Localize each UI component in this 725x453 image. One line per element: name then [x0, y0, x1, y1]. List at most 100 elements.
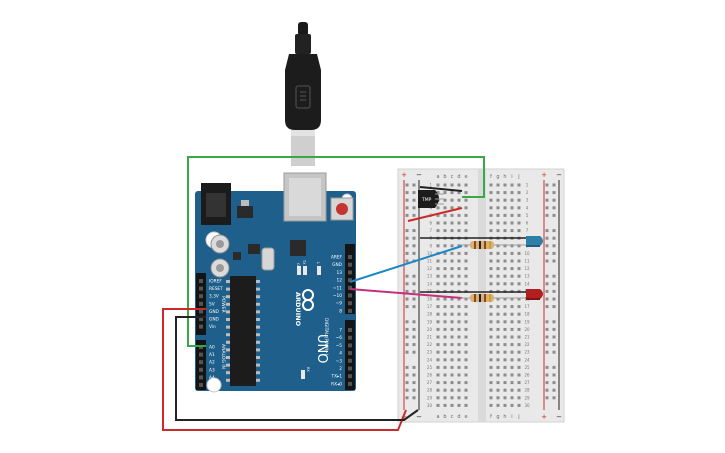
rail-hole[interactable] [405, 373, 409, 377]
rail-hole[interactable] [405, 282, 409, 286]
breadboard-hole[interactable] [517, 312, 521, 316]
breadboard-hole[interactable] [457, 251, 461, 255]
breadboard-hole[interactable] [496, 373, 500, 377]
breadboard-hole[interactable] [510, 213, 514, 217]
breadboard-hole[interactable] [503, 396, 507, 400]
breadboard-hole[interactable] [503, 335, 507, 339]
digital-pin-hole[interactable] [348, 270, 352, 275]
rail-hole[interactable] [545, 213, 549, 217]
breadboard-hole[interactable] [496, 274, 500, 278]
breadboard-hole[interactable] [503, 358, 507, 362]
breadboard-hole[interactable] [510, 267, 514, 271]
breadboard-hole[interactable] [496, 320, 500, 324]
breadboard-hole[interactable] [443, 388, 447, 392]
breadboard-hole[interactable] [510, 403, 514, 407]
breadboard-hole[interactable] [450, 191, 454, 195]
rail-hole[interactable] [412, 289, 416, 293]
breadboard-hole[interactable] [517, 221, 521, 225]
breadboard-hole[interactable] [503, 343, 507, 347]
magenta-wire-pin12[interactable] [349, 288, 463, 299]
breadboard-hole[interactable] [489, 327, 493, 331]
breadboard-hole[interactable] [510, 191, 514, 195]
breadboard-hole[interactable] [496, 259, 500, 263]
breadboard-hole[interactable] [496, 335, 500, 339]
breadboard-hole[interactable] [496, 244, 500, 248]
breadboard-hole[interactable] [443, 350, 447, 354]
breadboard-hole[interactable] [457, 259, 461, 263]
rail-hole[interactable] [412, 229, 416, 233]
rail-hole[interactable] [552, 365, 556, 369]
breadboard-hole[interactable] [450, 221, 454, 225]
rail-hole[interactable] [405, 343, 409, 347]
breadboard-hole[interactable] [496, 403, 500, 407]
rail-hole[interactable] [412, 251, 416, 255]
breadboard-hole[interactable] [496, 381, 500, 385]
breadboard-hole[interactable] [450, 198, 454, 202]
breadboard-hole[interactable] [510, 350, 514, 354]
rail-hole[interactable] [405, 236, 409, 240]
breadboard-hole[interactable] [503, 282, 507, 286]
breadboard-hole[interactable] [489, 396, 493, 400]
breadboard-hole[interactable] [510, 259, 514, 263]
breadboard-hole[interactable] [496, 191, 500, 195]
breadboard-hole[interactable] [517, 327, 521, 331]
breadboard-hole[interactable] [443, 373, 447, 377]
breadboard-hole[interactable] [450, 381, 454, 385]
breadboard-hole[interactable] [457, 365, 461, 369]
breadboard-hole[interactable] [443, 221, 447, 225]
digital-pin-hole[interactable] [348, 335, 352, 340]
breadboard-hole[interactable] [464, 343, 468, 347]
breadboard-hole[interactable] [464, 183, 468, 187]
breadboard-hole[interactable] [443, 259, 447, 263]
breadboard-hole[interactable] [457, 350, 461, 354]
rail-hole[interactable] [545, 320, 549, 324]
breadboard-hole[interactable] [510, 312, 514, 316]
breadboard-hole[interactable] [457, 312, 461, 316]
breadboard-hole[interactable] [489, 267, 493, 271]
breadboard-hole[interactable] [489, 259, 493, 263]
breadboard-hole[interactable] [464, 259, 468, 263]
breadboard-hole[interactable] [517, 198, 521, 202]
breadboard-hole[interactable] [443, 381, 447, 385]
usb-cable[interactable] [285, 22, 321, 166]
rail-hole[interactable] [412, 350, 416, 354]
rail-hole[interactable] [545, 183, 549, 187]
analog-pin-hole[interactable] [199, 352, 203, 357]
power-pin-hole[interactable] [199, 286, 203, 291]
breadboard-hole[interactable] [496, 251, 500, 255]
breadboard-hole[interactable] [489, 358, 493, 362]
red-wire-sensor[interactable] [407, 207, 463, 222]
breadboard-hole[interactable] [517, 343, 521, 347]
rail-hole[interactable] [405, 183, 409, 187]
breadboard-hole[interactable] [489, 312, 493, 316]
rail-hole[interactable] [545, 327, 549, 331]
rail-hole[interactable] [552, 236, 556, 240]
breadboard-hole[interactable] [436, 358, 440, 362]
breadboard-hole[interactable] [503, 259, 507, 263]
breadboard-hole[interactable] [443, 191, 447, 195]
temperature-sensor[interactable]: TMP [418, 190, 444, 208]
breadboard-hole[interactable] [503, 365, 507, 369]
breadboard-hole[interactable] [464, 229, 468, 233]
breadboard-hole[interactable] [464, 388, 468, 392]
breadboard-hole[interactable] [517, 320, 521, 324]
breadboard-hole[interactable] [457, 221, 461, 225]
breadboard-hole[interactable] [450, 183, 454, 187]
breadboard-hole[interactable] [436, 373, 440, 377]
breadboard-hole[interactable] [489, 381, 493, 385]
breadboard-hole[interactable] [457, 396, 461, 400]
arduino-uno-board[interactable]: ARDUINO UNO DIGITAL (PWM~) POWER ANALOG … [195, 172, 356, 393]
breadboard-hole[interactable] [464, 365, 468, 369]
breadboard-hole[interactable] [517, 335, 521, 339]
breadboard-hole[interactable] [464, 327, 468, 331]
breadboard-hole[interactable] [489, 335, 493, 339]
breadboard-hole[interactable] [503, 229, 507, 233]
breadboard-hole[interactable] [496, 327, 500, 331]
breadboard-hole[interactable] [450, 206, 454, 210]
analog-pin-hole[interactable] [199, 360, 203, 365]
breadboard-hole[interactable] [496, 388, 500, 392]
rail-hole[interactable] [552, 335, 556, 339]
breadboard-hole[interactable] [464, 221, 468, 225]
breadboard-hole[interactable] [489, 320, 493, 324]
breadboard-hole[interactable] [443, 183, 447, 187]
